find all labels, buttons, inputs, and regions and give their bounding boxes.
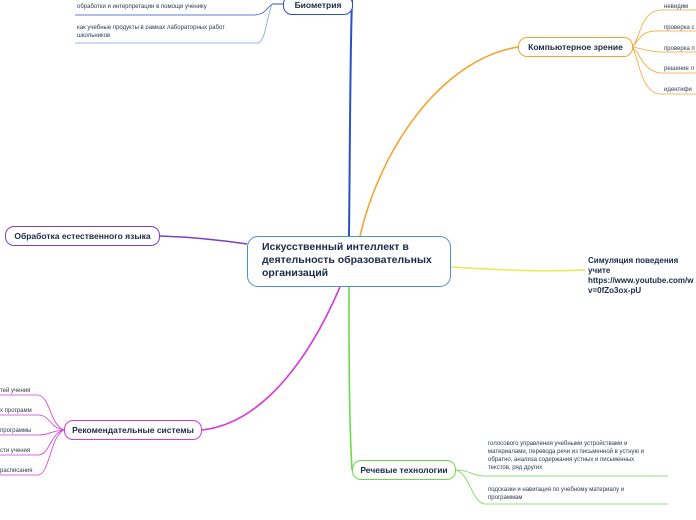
vision-leaf-1-text: невидим: [664, 4, 689, 10]
branch-nlp[interactable]: Обработка естественного языка: [5, 226, 160, 246]
recommend-leaf-2-text: х программ: [0, 408, 32, 414]
speech-leaf-2[interactable]: подсказки и навигация по учебному матери…: [488, 486, 668, 502]
branch-speech[interactable]: Речевые технологии: [352, 460, 456, 480]
connector-speech-l2: [455, 469, 668, 505]
connector-recommend-l4: [0, 429, 65, 456]
recommend-leaf-4-text: сти учения: [0, 448, 31, 454]
recommend-leaf-5[interactable]: расписания: [0, 467, 33, 475]
connector-vision-l2: [631, 30, 696, 48]
central-topic-line2: деятельность образовательных: [262, 254, 432, 266]
connector-vision-l1: [631, 9, 696, 48]
connector-recommend-l1: [0, 394, 65, 431]
branch-speech-label: Речевые технологии: [360, 465, 448, 475]
vision-leaf-3-text: проверка п: [664, 46, 695, 52]
branch-recommender-label: Рекомендательные системы: [72, 425, 194, 435]
branch-computer-vision-label: Компьютерное зрение: [528, 42, 623, 52]
connector-biometry-leaf2: [75, 3, 273, 44]
connector-recommend: [201, 286, 341, 431]
vision-leaf-5[interactable]: идентифи: [664, 86, 692, 94]
branch-simulation-line1: Симуляция поведения учите: [588, 256, 679, 275]
speech-leaf-1-line2: материалами, перевода речи из письменной…: [488, 449, 645, 455]
recommend-leaf-2[interactable]: х программ: [0, 407, 32, 415]
vision-leaf-4[interactable]: решение л: [664, 65, 694, 73]
speech-leaf-1[interactable]: голосового управления учебными устройств…: [488, 440, 668, 472]
branch-biometry[interactable]: Биометрия: [283, 0, 353, 15]
connector-recommend-l5: [0, 429, 65, 476]
connector-biometry: [348, 0, 353, 237]
recommend-leaf-3[interactable]: программы: [0, 427, 31, 435]
branch-recommender[interactable]: Рекомендательные системы: [64, 420, 202, 440]
central-topic[interactable]: Искусственный интеллект в деятельность о…: [247, 236, 451, 287]
recommend-leaf-1-text: тей учения: [0, 388, 31, 394]
vision-leaf-2-text: проверка с: [664, 25, 695, 31]
connector-vision: [359, 46, 519, 237]
branch-nlp-label: Обработка естественного языка: [14, 231, 151, 241]
connector-vision-l3: [631, 46, 696, 53]
recommend-leaf-5-text: расписания: [0, 468, 33, 474]
connector-biometry-leaf1: [75, 3, 273, 16]
recommend-leaf-3-text: программы: [0, 428, 32, 434]
recommend-leaf-1[interactable]: тей учения: [0, 387, 30, 395]
branch-simulation-line2: https://www.youtube.com/w: [588, 276, 694, 285]
speech-leaf-1-line3: обратно, анализа содержания устных и пис…: [488, 457, 635, 463]
speech-leaf-2-line1: подсказки и навигация по учебному матери…: [488, 487, 625, 493]
biometry-leaf-1-text: обработки и интерпретации в помощи учени…: [77, 4, 207, 10]
connector-nlp: [159, 235, 248, 245]
biometry-leaf-2-line1: как учебные продукты в рамках лабораторн…: [77, 25, 225, 31]
connector-speech: [348, 286, 353, 471]
speech-leaf-2-line2: программам: [488, 495, 523, 501]
biometry-leaf-2-line2: школьников: [77, 33, 111, 39]
vision-leaf-1[interactable]: невидим: [664, 3, 688, 11]
connector-recommend-l3: [0, 429, 65, 436]
vision-leaf-5-text: идентифи: [664, 87, 692, 93]
biometry-leaf-2[interactable]: как учебные продукты в рамках лабораторн…: [77, 24, 267, 40]
connector-vision-l5: [631, 46, 696, 95]
speech-leaf-1-line1: голосового управления учебными устройств…: [488, 441, 628, 447]
connector-speech-l1: [455, 469, 668, 477]
branch-biometry-label: Биометрия: [294, 0, 342, 10]
central-topic-line1: Искусственный интеллект в: [262, 241, 409, 253]
branch-computer-vision[interactable]: Компьютерное зрение: [518, 37, 633, 57]
vision-leaf-2[interactable]: проверка с: [664, 24, 694, 32]
connector-vision-l4: [631, 46, 696, 74]
branch-simulation[interactable]: Симуляция поведения учите https://www.yo…: [588, 256, 696, 296]
recommend-leaf-4[interactable]: сти учения: [0, 447, 30, 455]
connector-recommend-l2: [0, 414, 65, 431]
vision-leaf-3[interactable]: проверка п: [664, 45, 695, 53]
central-topic-line3: организаций: [262, 267, 329, 279]
biometry-leaf-1[interactable]: обработки и интерпретации в помощи учени…: [77, 3, 267, 11]
connector-simulation: [450, 266, 586, 272]
speech-leaf-1-line4: текстов, ряд других: [488, 465, 543, 471]
branch-simulation-line3: v=0fZo3ox-pU: [588, 286, 642, 295]
vision-leaf-4-text: решение л: [664, 66, 694, 72]
